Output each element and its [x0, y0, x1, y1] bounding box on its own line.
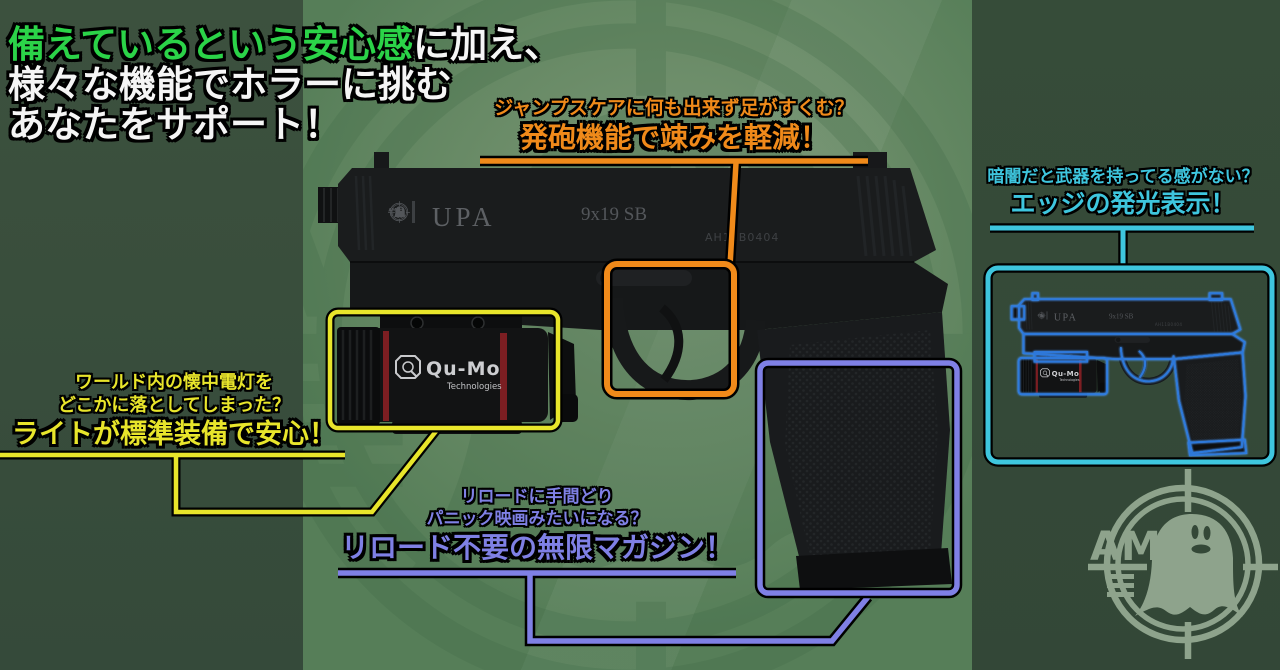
headline-line3: あなたをサポート！ — [8, 105, 341, 146]
callout-light-question2: どこかに落としてしまった？ — [57, 395, 291, 415]
callout-fire-lines — [480, 155, 868, 400]
callout-fire: ジャンプスケアに何も出来ず足がすくむ？ 発砲機能で竦みを軽減！ — [474, 96, 874, 156]
magazine-underline-connector — [338, 570, 871, 644]
callout-light-lines — [0, 307, 563, 517]
mini-pistol — [1012, 293, 1247, 455]
light-underline-connector — [0, 428, 439, 515]
callout-glow-lines — [983, 223, 1277, 467]
fire-underline-connector — [480, 158, 868, 267]
left-dark-panel — [0, 0, 303, 670]
callout-glow: 暗闇だと武器を持ってる感がない？ エッジの発光表示！ — [973, 165, 1273, 221]
callout-magazine-lines — [338, 357, 963, 647]
callout-glow-answer: エッジの発光表示！ — [1010, 191, 1236, 218]
callout-light-question1: ワールド内の懐中電灯を — [75, 372, 273, 392]
callout-light-answer: ライトが標準装備で安心！ — [12, 419, 336, 449]
callout-magazine-question2: パニック映画みたいになる？ — [426, 509, 648, 528]
callout-magazine: リロードに手間どり パニック映画みたいになる？ リロード不要の無限マガジン！ — [337, 486, 737, 568]
callout-magazine-answer: リロード不要の無限マガジン！ — [340, 533, 733, 564]
callout-glow-question: 暗闇だと武器を持ってる感がない？ — [987, 167, 1259, 186]
highlight-box-grip — [757, 360, 960, 596]
highlight-box-trigger — [604, 261, 737, 397]
headline: 備えているという安心感に加え、 様々な機能でホラーに挑む あなたをサポート！ — [8, 26, 608, 146]
highlight-box-flashlight — [327, 309, 561, 431]
headline-line2: 様々な機能でホラーに挑む — [8, 65, 452, 106]
headline-line1: 備えているという安心感に加え、 — [8, 25, 562, 66]
callout-magazine-question1: リロードに手間どり — [460, 487, 614, 506]
ghost-reticle-logo — [1088, 469, 1278, 659]
callout-fire-question: ジャンプスケアに何も出来ず足がすくむ？ — [494, 98, 854, 119]
headline-highlight: 備えているという安心感 — [8, 25, 414, 66]
edge-glow-overlay — [1010, 292, 1248, 457]
mini-pistol-glow-preview — [1012, 293, 1247, 455]
panel-box-glow-preview — [985, 265, 1275, 465]
callout-fire-answer: 発砲機能で竦みを軽減！ — [519, 123, 828, 154]
glow-underline-connector — [990, 225, 1254, 270]
callout-light: ワールド内の懐中電灯を どこかに落としてしまった？ ライトが標準装備で安心！ — [0, 371, 348, 452]
